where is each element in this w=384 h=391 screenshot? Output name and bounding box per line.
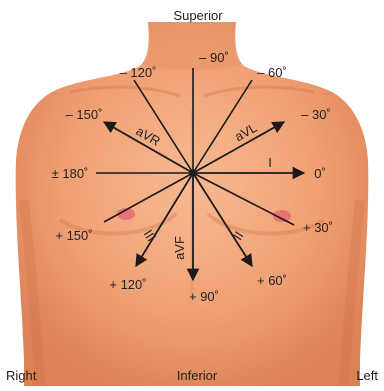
angle-pos30: + 30˚ [303, 220, 333, 235]
angle-neg150: – 150˚ [66, 107, 103, 122]
axis-center [190, 170, 197, 177]
angle-neg60: – 60˚ [257, 65, 287, 80]
lead-label-I: I [268, 155, 272, 170]
label-superior: Superior [173, 8, 223, 23]
angle-neg90: – 90˚ [199, 50, 229, 65]
angle-pos60: + 60˚ [257, 273, 287, 288]
angle-pos120: + 120˚ [109, 277, 146, 292]
label-right: Right [6, 368, 37, 383]
angle-pos150: + 150˚ [55, 228, 92, 243]
angle-pm180: ± 180˚ [52, 166, 89, 181]
angle-neg120: – 120˚ [120, 65, 157, 80]
label-inferior: Inferior [177, 368, 218, 383]
label-left: Left [356, 368, 378, 383]
angle-neg30: – 30˚ [301, 107, 331, 122]
angle-pos90: + 90˚ [189, 289, 219, 304]
lead-label-aVF: aVF [172, 236, 187, 260]
angle-zero: 0˚ [314, 166, 326, 181]
